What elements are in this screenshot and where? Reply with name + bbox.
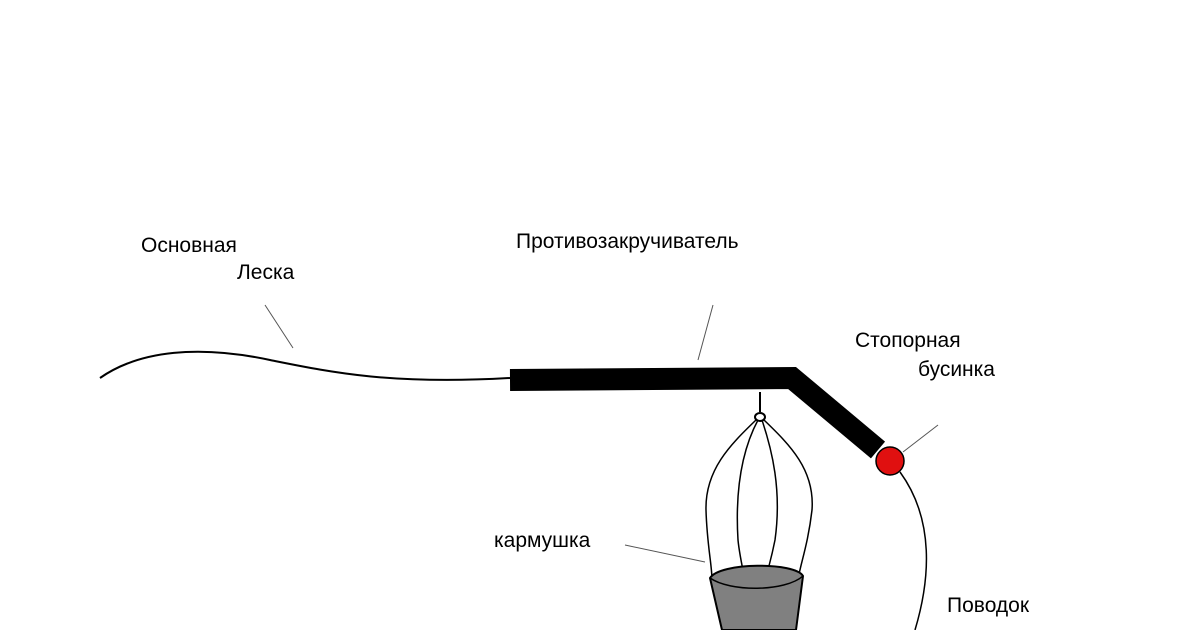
label-main-line-2: Леска: [237, 261, 295, 284]
label-main-line-1: Основная: [141, 234, 237, 257]
feeder-body: [708, 564, 805, 630]
label-leader: Поводок: [947, 594, 1030, 617]
pointer-stop-bead: [902, 424, 939, 453]
leader-line: [899, 471, 928, 630]
main-line: [99, 350, 511, 381]
pointer-lines: [264, 304, 939, 563]
label-stop-bead-2: бусинка: [918, 358, 995, 381]
feeder-swivel-ring: [754, 412, 766, 422]
anti-twist-tube: [509, 366, 886, 459]
label-feeder: кармушка: [494, 529, 591, 552]
pointer-feeder: [624, 544, 706, 563]
pointer-swivel: [697, 304, 714, 361]
label-stop-bead-1: Стопорная: [855, 329, 961, 352]
stop-bead: [875, 446, 905, 476]
label-swivel: Противозакручиватель: [516, 230, 739, 253]
feeder-rim: [709, 575, 804, 589]
pointer-main-line: [264, 304, 294, 349]
